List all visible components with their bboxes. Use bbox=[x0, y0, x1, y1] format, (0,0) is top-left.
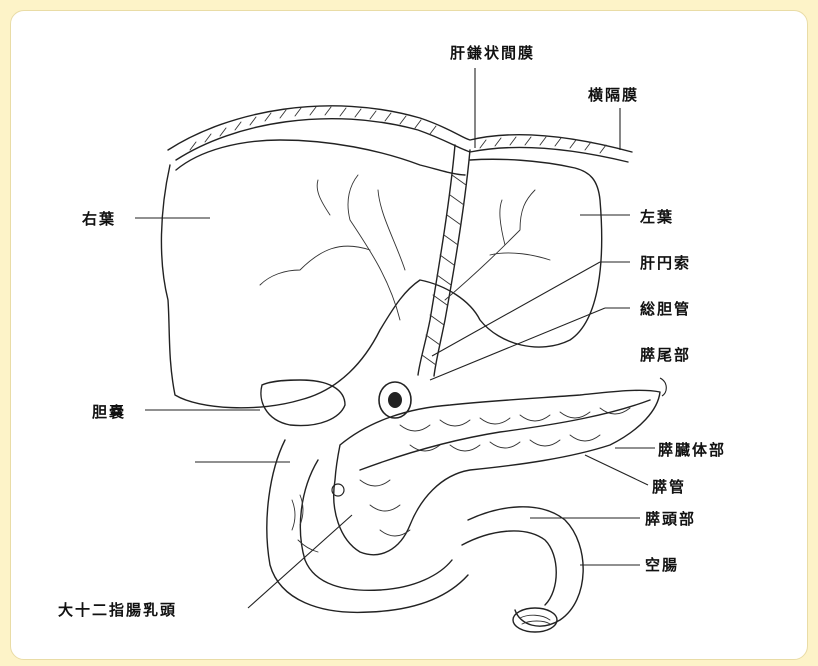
label-pancreatic-duct: 膵管 bbox=[652, 478, 686, 496]
liver-shape bbox=[161, 140, 601, 408]
label-jejunum: 空腸 bbox=[645, 556, 679, 574]
label-common-bile-duct: 総胆管 bbox=[640, 300, 691, 318]
jejunum-shape bbox=[462, 507, 583, 632]
label-gallbladder: 胆嚢 bbox=[92, 403, 126, 421]
pancreas-shape bbox=[334, 390, 660, 554]
diaphragm-shape bbox=[168, 106, 632, 162]
gallbladder-shape bbox=[261, 380, 345, 426]
label-diaphragm: 横隔膜 bbox=[588, 86, 639, 104]
label-falciform-ligament: 肝鎌状間膜 bbox=[450, 44, 535, 62]
label-round-ligament: 肝円索 bbox=[640, 254, 691, 272]
duodenum-shape bbox=[267, 440, 468, 612]
label-pancreas-head: 膵頭部 bbox=[645, 510, 696, 528]
label-left-lobe: 左葉 bbox=[639, 208, 674, 226]
label-pancreas-tail: 膵尾部 bbox=[640, 346, 691, 364]
label-pancreas-body: 膵臓体部 bbox=[658, 441, 726, 459]
label-major-duodenal-papilla: 大十二指腸乳頭 bbox=[58, 601, 177, 619]
label-right-lobe: 右葉 bbox=[82, 210, 116, 228]
